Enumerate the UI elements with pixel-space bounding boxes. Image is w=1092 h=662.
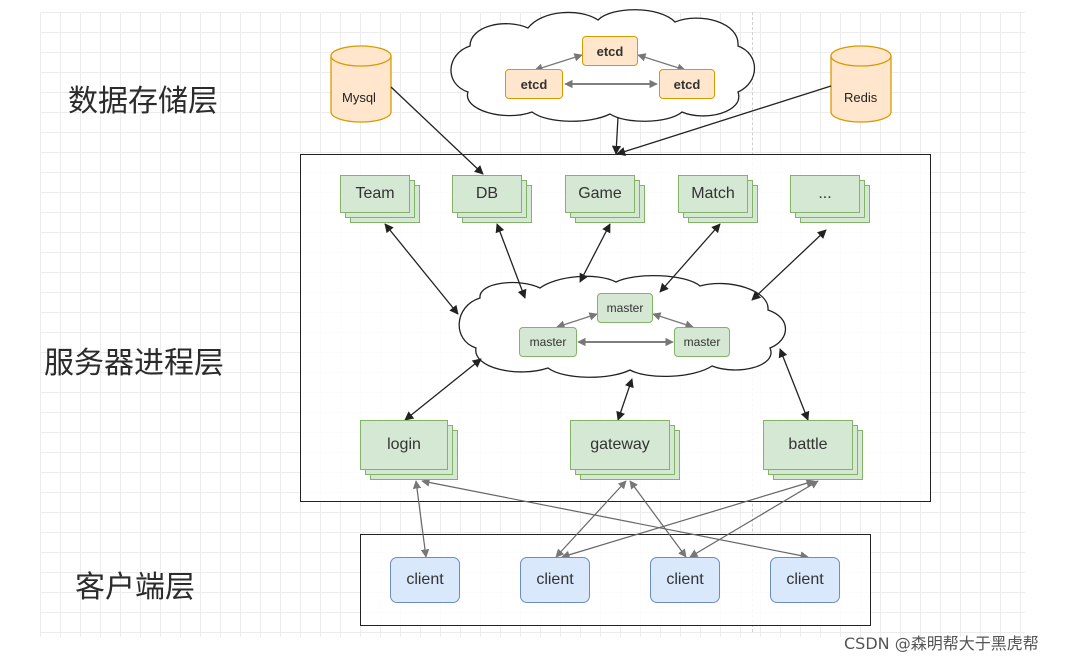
arrow-mysql-db	[390, 86, 484, 175]
etcd-node-right: etcd	[659, 69, 715, 99]
service-battle-label: battle	[763, 420, 853, 470]
client-node-1: client	[390, 557, 460, 603]
arrow-login-client1	[412, 480, 430, 558]
arrow-master-top-left	[556, 312, 598, 329]
arrow-team-cloud	[384, 223, 459, 315]
service-more-label: ...	[790, 175, 860, 213]
layer-label-client: 客户端层	[75, 570, 195, 605]
master-cloud	[458, 274, 786, 378]
service-gateway-label: gateway	[570, 420, 670, 470]
service-game-label: Game	[565, 175, 635, 213]
arrow-cloud-battle	[778, 348, 810, 421]
arrow-gateway-client3	[629, 480, 687, 558]
redis-cylinder	[830, 45, 892, 123]
mysql-cylinder	[330, 45, 392, 123]
mysql-label: Mysql	[342, 90, 376, 105]
service-db-label: DB	[452, 175, 522, 213]
etcd-node-left: etcd	[505, 69, 563, 99]
arrow-master-top-right	[652, 312, 694, 329]
arrow-etcd-top-right	[637, 53, 686, 72]
etcd-node-top: etcd	[582, 36, 638, 66]
client-node-4: client	[770, 557, 840, 603]
arrow-more-cloud	[751, 229, 827, 301]
service-game: Game	[565, 175, 645, 223]
master-node-right: master	[674, 327, 730, 357]
service-more: ...	[790, 175, 870, 223]
watermark-text: CSDN @森明帮大于黑虎帮	[844, 634, 1039, 653]
layer-label-server: 服务器进程层	[44, 346, 224, 381]
service-team-label: Team	[340, 175, 410, 213]
arrow-battle-client2	[561, 479, 815, 559]
service-match: Match	[678, 175, 758, 223]
master-node-top: master	[597, 293, 653, 323]
arrow-battle-client3	[689, 480, 819, 558]
service-battle: battle	[763, 420, 863, 480]
arrow-etcd-top-left	[534, 53, 583, 72]
redis-label: Redis	[844, 90, 878, 105]
service-login: login	[360, 420, 458, 480]
arrow-match-cloud	[659, 223, 721, 293]
arrow-cloud-gateway	[616, 378, 634, 421]
arrow-cloud-login	[404, 358, 482, 421]
arrow-etcd-server	[611, 116, 621, 155]
arrow-game-cloud	[579, 223, 611, 283]
service-login-label: login	[360, 420, 448, 470]
client-node-2: client	[520, 557, 590, 603]
service-match-label: Match	[678, 175, 748, 213]
service-team: Team	[340, 175, 420, 223]
service-gateway: gateway	[570, 420, 680, 480]
service-db: DB	[452, 175, 532, 223]
layer-label-storage: 数据存储层	[68, 84, 218, 119]
master-node-left: master	[519, 327, 577, 357]
client-node-3: client	[650, 557, 720, 603]
arrow-db-cloud	[495, 223, 527, 299]
arrow-redis-server	[616, 85, 832, 156]
